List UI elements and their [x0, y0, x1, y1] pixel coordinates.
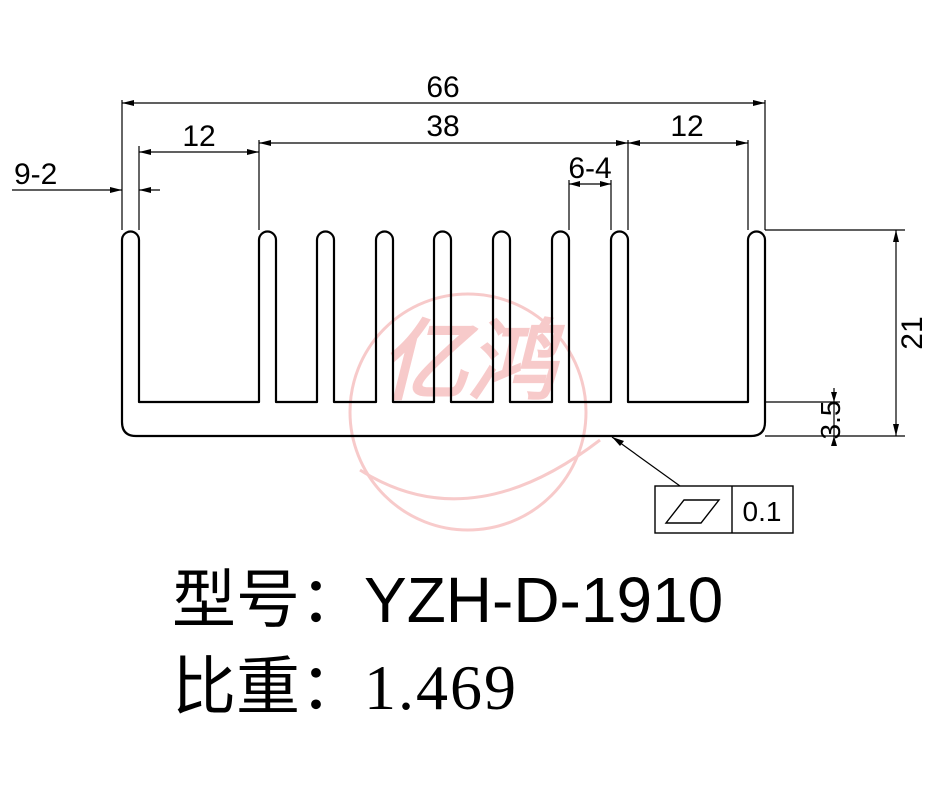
dim-right-bay: 12	[670, 110, 703, 143]
dim-left-bay: 12	[182, 120, 215, 153]
extension-lines	[121, 100, 905, 437]
model-caption: 型号：YZH-D-1910	[172, 568, 723, 633]
dim-overall-width: 66	[426, 71, 459, 104]
dim-height: 21	[896, 316, 929, 349]
flatness-icon	[664, 499, 721, 524]
dim-base-thickness: 3.5	[815, 401, 846, 440]
flatness-tolerance-value: 0.1	[743, 496, 782, 527]
dim-middle-span: 38	[426, 110, 459, 143]
weight-value: 1.469	[364, 652, 518, 723]
dim-outer-fin-thickness: 9-2	[14, 158, 57, 191]
weight-caption: 比重：1.469	[172, 656, 518, 721]
model-label: 型号：	[172, 564, 364, 638]
weight-label: 比重：	[172, 651, 364, 725]
model-value: YZH-D-1910	[364, 564, 724, 636]
dimension-arrows	[110, 100, 899, 446]
heatsink-outline	[120, 230, 767, 438]
dim-inner-fin-thickness: 6-4	[568, 152, 611, 185]
watermark-logo: 亿鸿	[348, 292, 601, 532]
svg-text:亿鸿: 亿鸿	[380, 310, 566, 413]
flatness-tolerance-frame: 0.1	[654, 485, 794, 534]
